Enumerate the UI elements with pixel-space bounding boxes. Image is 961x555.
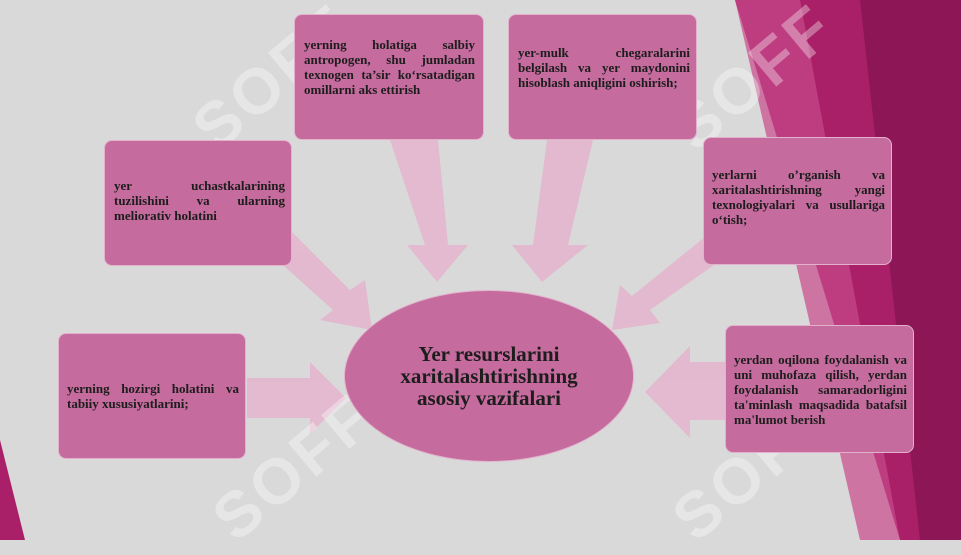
task-text: yerdan oqilona foydalanish va uni muhofa… — [734, 351, 907, 427]
accent-shape-left — [0, 440, 25, 540]
arrow-right-lower — [645, 346, 728, 438]
center-title: Yer resurslarini xaritalashtirishning as… — [400, 342, 578, 410]
arrow-top-right — [512, 140, 593, 282]
center-ellipse: Yer resurslarini xaritalashtirishning as… — [344, 290, 634, 462]
task-text: yerning hozirgi holatini va tabiiy xusus… — [67, 381, 239, 411]
task-box-tabiiy: yerning hozirgi holatini va tabiiy xusus… — [58, 333, 246, 459]
task-box-texnologiyalar: yerlarni o’rganish va xaritalashtirishni… — [703, 137, 892, 265]
arrow-left-lower — [247, 362, 346, 434]
task-text: yerning holatiga salbiy antropogen, shu … — [304, 37, 475, 97]
accent-shape-right-dark — [860, 0, 961, 540]
task-text: yerlarni o’rganish va xaritalashtirishni… — [712, 167, 885, 227]
task-box-uchastkalar: yer uchastkalarining tuzilishini va ular… — [104, 140, 292, 266]
task-box-antropogen: yerning holatiga salbiy antropogen, shu … — [294, 14, 484, 140]
task-text: yer uchastkalarining tuzilishini va ular… — [114, 177, 285, 223]
task-box-foydalanish: yerdan oqilona foydalanish va uni muhofa… — [725, 325, 914, 453]
arrow-top-left — [390, 140, 468, 282]
task-text: yer-mulk chegaralarini belgilash va yer … — [518, 45, 690, 90]
task-box-chegaralar: yer-mulk chegaralarini belgilash va yer … — [508, 14, 697, 140]
arrow-right-upper — [612, 236, 714, 330]
